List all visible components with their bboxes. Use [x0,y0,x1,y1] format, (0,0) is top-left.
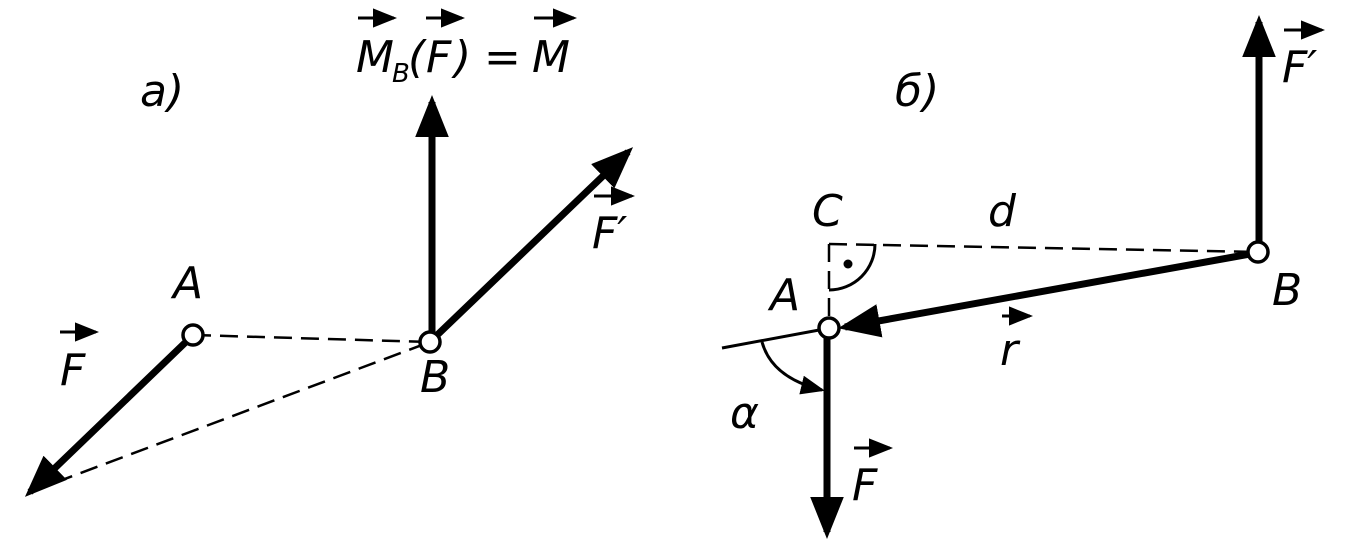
point-B [418,330,442,354]
point-A [181,323,205,347]
eq-M: M [356,32,394,83]
alpha-arc [760,341,825,395]
label-r: r [1000,325,1021,376]
eq-close-paren: ) [451,32,471,83]
label-C: C [812,186,843,237]
vector-F [24,335,193,497]
vector-r [838,250,1251,338]
right-angle-dot [843,259,853,269]
label-A-b: A [767,270,800,321]
label-A: A [170,258,203,309]
label-F-prime: F′ [592,208,627,259]
right-angle-arc [828,243,877,292]
point-A-b [817,316,841,340]
dashed-line-C-B [828,242,1259,254]
eq-equals: = [484,32,521,83]
panel-a: a) A B F F′ M B ( F ) = M [24,8,635,497]
label-F-prime-b: F′ [1282,42,1317,93]
panel-a-caption: a) [140,66,184,117]
label-F-b: F [852,460,878,511]
point-B-b [1246,240,1270,264]
vector-F-prime [429,147,634,343]
eq-rhs-M: M [532,32,570,83]
label-F: F [60,345,86,396]
moment-equation: M B ( F ) = M [356,8,577,89]
eq-F: F [426,32,452,83]
label-d: d [988,186,1017,237]
dashed-line-A-B [192,333,431,344]
eq-subscript-B: B [392,59,410,89]
label-B: B [420,352,450,403]
panel-b: б) C d A B r α F F′ [721,15,1325,539]
eq-open-paren: ( [408,32,427,83]
r-extension-line [721,326,831,350]
label-B-b: B [1272,265,1302,316]
label-alpha: α [730,388,759,439]
dashed-line-Ftip-B [29,340,431,494]
panel-b-caption: б) [895,66,939,117]
